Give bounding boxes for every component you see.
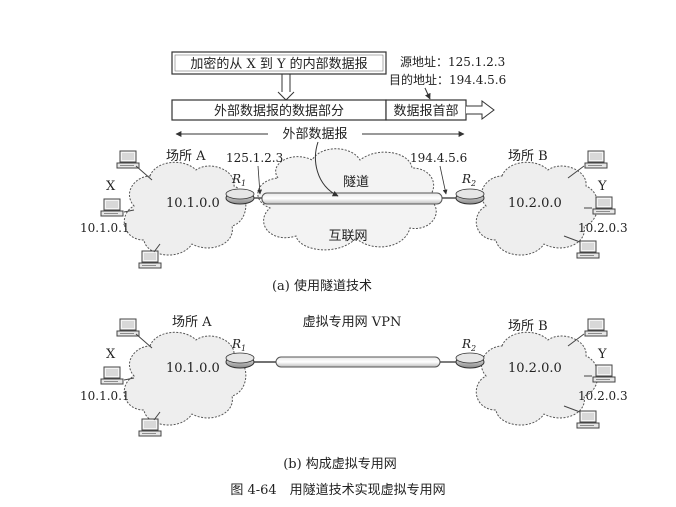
- r2-address-pointer: [439, 165, 448, 195]
- host-icon: [116, 150, 140, 169]
- host-x-address-b: 10.1.0.1: [80, 389, 130, 403]
- vpn-label: 虚拟专用网 VPN: [303, 315, 402, 330]
- host-y-icon: [592, 196, 616, 215]
- site-b-cloud: [475, 161, 599, 256]
- r1-address: 125.1.2.3: [226, 151, 283, 165]
- r2-address: 194.4.5.6: [410, 151, 467, 165]
- host-x-address: 10.1.0.1: [80, 221, 130, 235]
- site-a-hosts-b: [100, 318, 162, 437]
- site-b-hosts: [563, 150, 616, 259]
- host-y-address: 10.2.0.3: [578, 221, 628, 235]
- figure-caption: 图 4-64 用隧道技术实现虚拟专用网: [230, 482, 445, 498]
- host-y-label-b: Y: [597, 347, 607, 362]
- router-r1: [225, 188, 255, 205]
- host-icon: [576, 240, 600, 259]
- host-x-label: X: [106, 179, 116, 194]
- tunnel-pipe: [261, 192, 443, 205]
- router-r2-b: [455, 352, 485, 369]
- site-a-cloud-b: [123, 331, 247, 426]
- host-icon: [138, 250, 162, 269]
- host-icon: [138, 418, 162, 437]
- inner-datagram-label: 加密的从 X 到 Y 的内部数据报: [190, 56, 367, 72]
- site-a-network-b: 10.1.0.0: [166, 361, 220, 376]
- r1-label: R1: [231, 172, 246, 188]
- caption-b: (b) 构成虚拟专用网: [283, 457, 397, 472]
- outer-datagram-span: 外部数据报: [175, 127, 465, 142]
- host-y-address-b: 10.2.0.3: [578, 389, 628, 403]
- address-pointer: [424, 87, 431, 100]
- router-r2: [455, 188, 485, 205]
- site-a-name-b: 场所 A: [172, 315, 212, 330]
- site-a-network: 10.1.0.0: [166, 196, 220, 211]
- site-a-cloud: [123, 161, 247, 256]
- host-x-label-b: X: [106, 347, 116, 362]
- r1-label-b: R1: [231, 337, 246, 353]
- host-icon: [584, 150, 608, 169]
- router-r1-b: [225, 352, 255, 369]
- outer-datagram: 外部数据报的数据部分 数据报首部: [171, 99, 495, 121]
- inner-datagram-box: 加密的从 X 到 Y 的内部数据报: [171, 51, 387, 75]
- outer-header-label: 数据报首部: [393, 104, 458, 119]
- panel-a: 加密的从 X 到 Y 的内部数据报 外部数据报的数据部分 数据报首部 源地址：1…: [80, 51, 628, 294]
- host-y-label: Y: [597, 179, 607, 194]
- datagram-into-tunnel-arrow: [315, 141, 339, 197]
- host-icon: [584, 318, 608, 337]
- host-x-icon: [100, 366, 124, 385]
- panel-b: 虚拟专用网 VPN R1 R2 场所 A 10.1.0.0 场所 B 10.2.…: [80, 315, 628, 472]
- source-address: 源地址：125.1.2.3: [400, 55, 505, 69]
- r2-label-b: R2: [461, 337, 476, 353]
- site-b-name: 场所 B: [508, 149, 548, 164]
- host-y-icon: [592, 364, 616, 383]
- tunnel-label: 隧道: [343, 174, 369, 190]
- site-b-cloud-b: [475, 331, 599, 426]
- r2-label: R2: [461, 172, 476, 188]
- internet-label: 互联网: [328, 229, 367, 244]
- caption-a: (a) 使用隧道技术: [272, 278, 372, 294]
- r1-address-pointer: [257, 165, 263, 195]
- outer-datagram-label: 外部数据报: [282, 127, 347, 142]
- site-a-hosts: [100, 150, 162, 269]
- outer-data-part-label: 外部数据报的数据部分: [214, 103, 344, 119]
- host-icon: [576, 410, 600, 429]
- vpn-pipe: [275, 356, 441, 368]
- host-x-icon: [100, 198, 124, 217]
- site-a-name: 场所 A: [166, 149, 206, 164]
- site-b-name-b: 场所 B: [508, 319, 548, 334]
- dest-address: 目的地址：194.4.5.6: [389, 72, 506, 87]
- site-b-network: 10.2.0.0: [508, 196, 562, 211]
- host-icon: [116, 318, 140, 337]
- encapsulation-arrow: [277, 74, 295, 101]
- site-b-network-b: 10.2.0.0: [508, 361, 562, 376]
- site-b-hosts-b: [563, 318, 616, 429]
